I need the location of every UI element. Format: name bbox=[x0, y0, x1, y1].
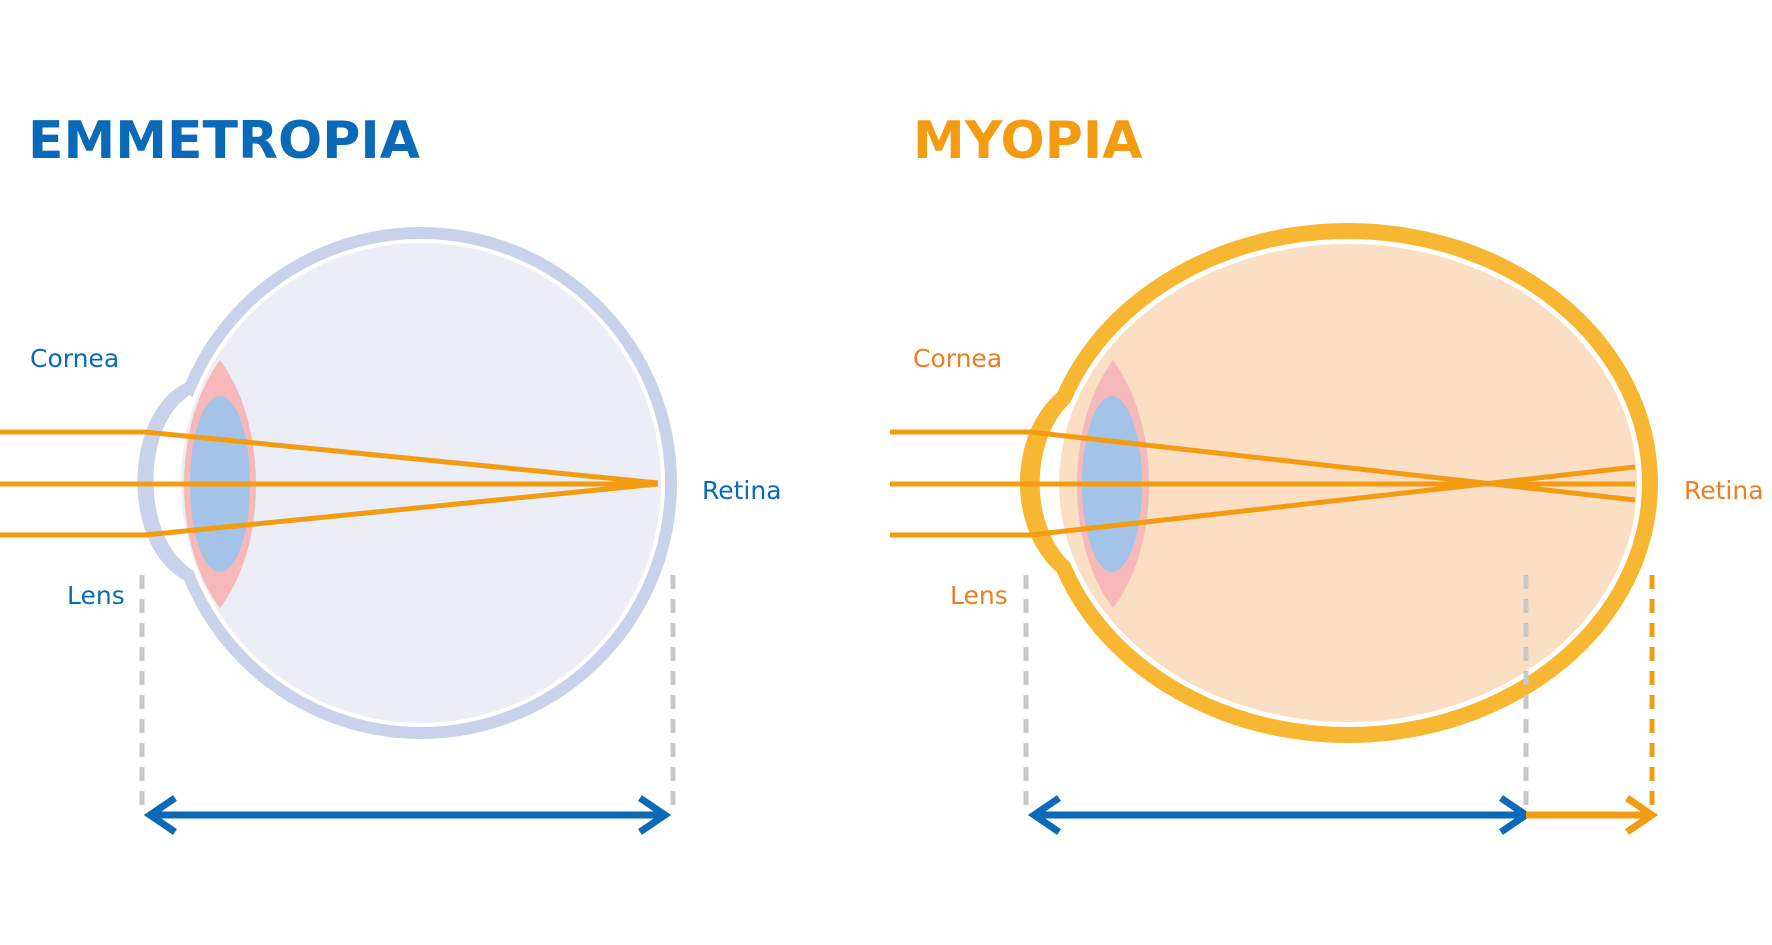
myopia-extra-length-arrow bbox=[1526, 795, 1659, 835]
emmetropia-panel: EMMETROPIA Cornea Lens Retina bbox=[0, 111, 782, 835]
emmetropia-retina-label: Retina bbox=[702, 476, 782, 505]
myopia-cornea-label: Cornea bbox=[913, 344, 1002, 373]
myopia-lens-label: Lens bbox=[950, 581, 1008, 610]
emmetropia-ray-top bbox=[0, 429, 659, 486]
myopia-title: MYOPIA bbox=[913, 111, 1142, 171]
emmetropia-title: EMMETROPIA bbox=[28, 111, 420, 171]
myopia-retina-label: Retina bbox=[1684, 476, 1764, 505]
emmetropia-lens-label: Lens bbox=[67, 581, 125, 610]
emmetropia-cornea-label: Cornea bbox=[30, 344, 119, 373]
myopia-ray-bottom bbox=[890, 464, 1636, 538]
emmetropia-light-rays bbox=[0, 429, 659, 538]
myopia-panel: MYOPIA Cornea bbox=[890, 111, 1764, 835]
myopia-normal-length-arrow bbox=[1027, 795, 1533, 835]
myopia-ray-top bbox=[890, 429, 1636, 503]
emmetropia-ray-bottom bbox=[0, 481, 659, 538]
myopia-light-rays bbox=[890, 429, 1636, 538]
emmetropia-length-arrow bbox=[143, 795, 672, 835]
